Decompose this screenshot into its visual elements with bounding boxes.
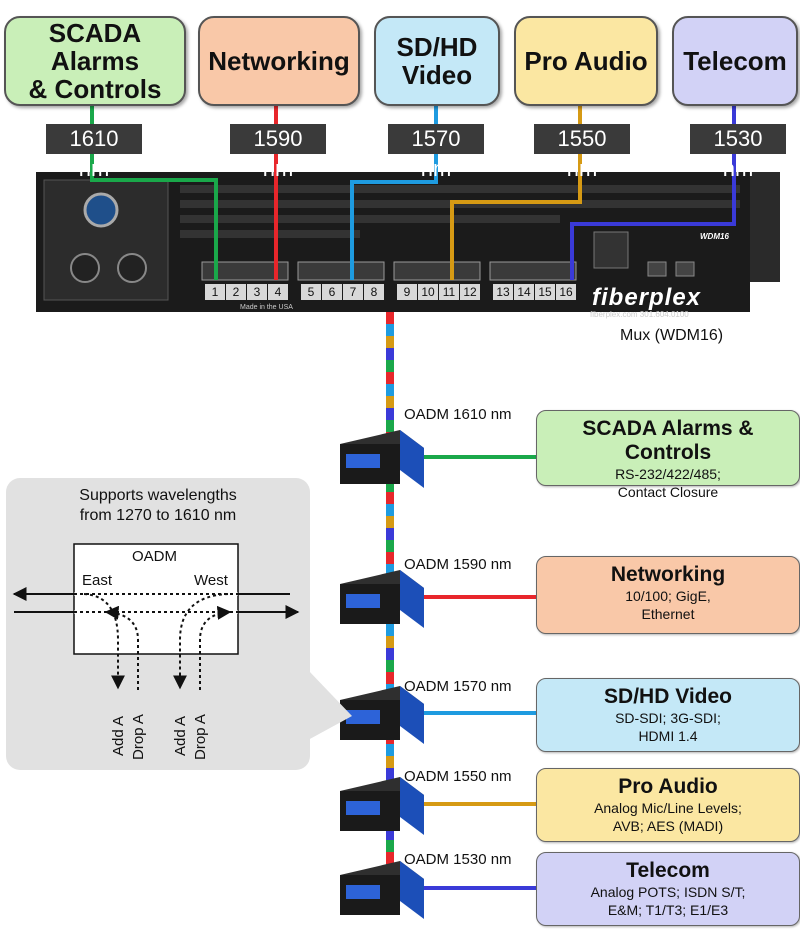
inset-add-label-1: Add A bbox=[110, 715, 127, 756]
oadm-label-1530: OADM 1530 nm bbox=[404, 851, 512, 868]
mux-port-1: 1 bbox=[205, 284, 225, 300]
wavelength-label-1590: 1590 nm bbox=[230, 124, 326, 181]
mux-port-12: 12 bbox=[460, 284, 480, 300]
mux-brand-url: fiberplex.com 301.604.0100 bbox=[590, 310, 689, 319]
mux-port-4: 4 bbox=[268, 284, 288, 300]
inset-add-label-2: Add A bbox=[172, 715, 189, 756]
top-box-video-line1: SD/HD bbox=[396, 32, 478, 62]
inset-oadm-title: OADM bbox=[132, 548, 177, 565]
wavelength-label-1550: 1550 nm bbox=[534, 124, 630, 181]
mux-port-9: 9 bbox=[397, 284, 417, 300]
oadm-label-1610: OADM 1610 nm bbox=[404, 406, 512, 423]
top-box-telecom: Telecom bbox=[672, 16, 798, 106]
mux-port-13: 13 bbox=[493, 284, 513, 300]
oadm-device-icons bbox=[340, 430, 424, 919]
wavelength-label-1530: 1530 nm bbox=[690, 124, 786, 181]
service-box-telecom: Telecom Analog POTS; ISDN S/T; E&M; T1/T… bbox=[536, 852, 800, 926]
service-detail: E&M; T1/T3; E1/E3 bbox=[607, 902, 729, 918]
oadm-label-1590: OADM 1590 nm bbox=[404, 556, 512, 573]
mux-port-10: 10 bbox=[418, 284, 438, 300]
service-detail: HDMI 1.4 bbox=[638, 728, 698, 744]
service-box-video: SD/HD Video SD-SDI; 3G-SDI; HDMI 1.4 bbox=[536, 678, 800, 752]
service-title: SCADA Alarms & Controls bbox=[582, 417, 754, 464]
inset-drop-label-2: Drop A bbox=[192, 714, 209, 760]
service-box-pro-audio: Pro Audio Analog Mic/Line Levels; AVB; A… bbox=[536, 768, 800, 842]
mux-port-16: 16 bbox=[556, 284, 576, 300]
service-detail: Contact Closure bbox=[617, 484, 719, 500]
mux-port-6: 6 bbox=[322, 284, 342, 300]
service-detail: RS-232/422/485; bbox=[615, 466, 721, 482]
top-box-telecom-line1: Telecom bbox=[683, 46, 787, 76]
top-box-scada-line2: & Controls bbox=[28, 74, 162, 104]
mux-port-14: 14 bbox=[514, 284, 534, 300]
mux-port-2: 2 bbox=[226, 284, 246, 300]
inset-caption-line1: Supports wavelengths bbox=[79, 487, 237, 504]
mux-port-15: 15 bbox=[535, 284, 555, 300]
service-title: Pro Audio bbox=[618, 775, 718, 798]
mux-port-8: 8 bbox=[364, 284, 384, 300]
inset-drop-label-1: Drop A bbox=[130, 714, 147, 760]
top-box-scada-line1: SCADA Alarms bbox=[48, 18, 142, 76]
mux-port-3: 3 bbox=[247, 284, 267, 300]
service-title: SD/HD Video bbox=[604, 685, 732, 708]
wavelength-label-1610: 1610 nm bbox=[46, 124, 142, 181]
mux-model: WDM16 bbox=[700, 232, 729, 241]
wavelength-label-1570: 1570 nm bbox=[388, 124, 484, 181]
service-detail: Ethernet bbox=[641, 606, 695, 622]
service-box-scada: SCADA Alarms & Controls RS-232/422/485; … bbox=[536, 410, 800, 500]
oadm-label-1550: OADM 1550 nm bbox=[404, 768, 512, 785]
fiber-1530 bbox=[570, 104, 736, 280]
mux-label: Mux (WDM16) bbox=[620, 327, 724, 344]
inset-callout-pointer bbox=[308, 670, 352, 740]
mux-port-7: 7 bbox=[343, 284, 363, 300]
service-title: Telecom bbox=[626, 859, 710, 882]
service-box-networking: Networking 10/100; GigE, Ethernet bbox=[536, 556, 800, 634]
inset-caption-line2: from 1270 to 1610 nm bbox=[79, 507, 237, 524]
top-box-networking: Networking bbox=[198, 16, 360, 106]
top-box-video: SD/HD Video bbox=[374, 16, 500, 106]
inset-west-label: West bbox=[194, 572, 228, 589]
mux-port-11: 11 bbox=[439, 284, 459, 300]
mux-brand-logo: fiberplex bbox=[592, 284, 702, 311]
service-detail: 10/100; GigE, bbox=[625, 588, 711, 604]
top-box-scada: SCADA Alarms & Controls bbox=[4, 16, 186, 106]
mux-port-5: 5 bbox=[301, 284, 321, 300]
mux-chassis bbox=[36, 172, 780, 312]
service-detail: Analog POTS; ISDN S/T; bbox=[590, 884, 746, 900]
top-box-networking-line1: Networking bbox=[208, 46, 350, 76]
inset-caption: Supports wavelengths from 1270 to 1610 n… bbox=[6, 486, 310, 526]
service-detail: SD-SDI; 3G-SDI; bbox=[615, 710, 721, 726]
inset-east-label: East bbox=[82, 572, 113, 589]
top-box-pro-audio-line1: Pro Audio bbox=[524, 46, 648, 76]
service-detail: AVB; AES (MADI) bbox=[612, 818, 724, 834]
oadm-label-1570: OADM 1570 nm bbox=[404, 678, 512, 695]
top-box-pro-audio: Pro Audio bbox=[514, 16, 658, 106]
service-title: Networking bbox=[610, 563, 726, 586]
service-detail: Analog Mic/Line Levels; bbox=[594, 800, 742, 816]
top-box-video-line2: Video bbox=[401, 60, 473, 90]
branch-fibers bbox=[422, 455, 538, 890]
mux-made-in: Made in the USA bbox=[240, 304, 293, 311]
